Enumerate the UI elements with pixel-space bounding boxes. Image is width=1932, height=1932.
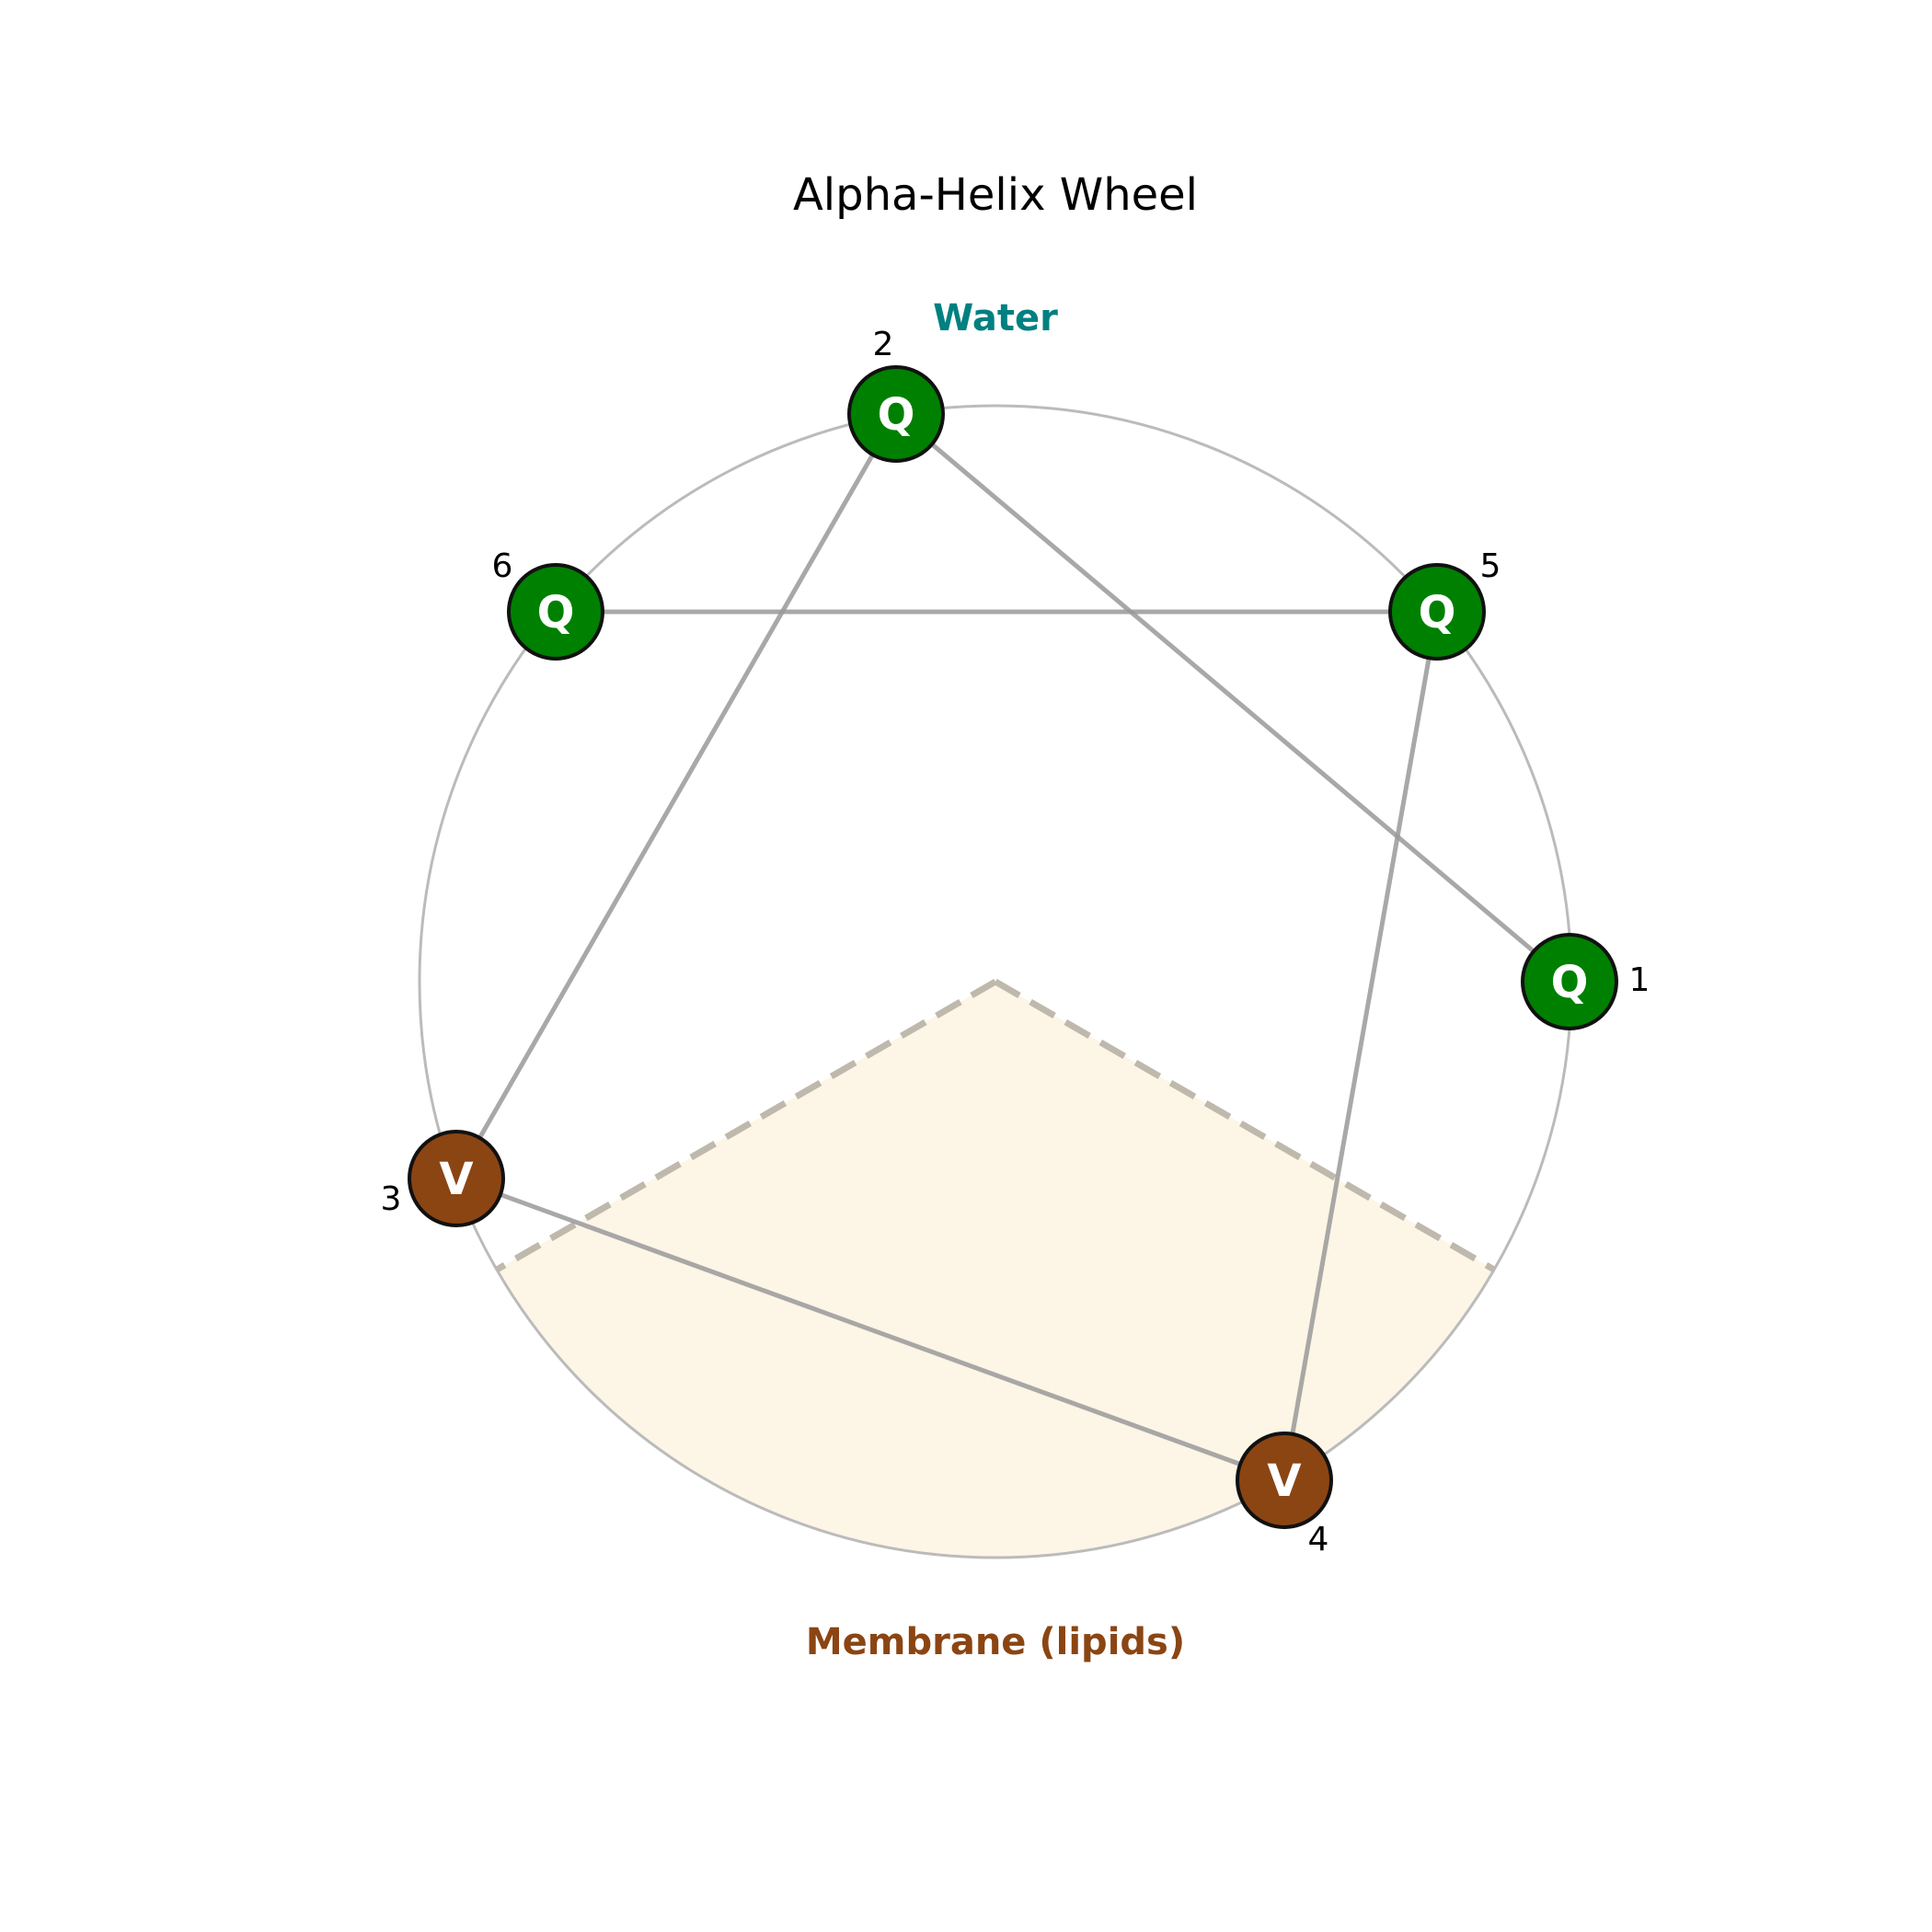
- residue-number: 5: [1480, 547, 1501, 585]
- residue-node: [1388, 563, 1486, 661]
- residue-node: [408, 1130, 505, 1227]
- residue-number: 1: [1629, 961, 1650, 999]
- membrane-label: Membrane (lipids): [806, 1621, 1185, 1663]
- connector-4-5: [1282, 611, 1440, 1481]
- residue-1: Q 1: [1521, 933, 1650, 1030]
- residue-node: [507, 563, 604, 661]
- residue-6: Q 6: [492, 547, 604, 661]
- diagram-title: Alpha-Helix Wheel: [793, 169, 1198, 221]
- residue-letter: Q: [878, 389, 915, 441]
- connector-2-3: [454, 412, 899, 1180]
- residue-letter: V: [439, 1154, 473, 1205]
- helix-connectors: [454, 412, 1571, 1483]
- water-label: Water: [933, 297, 1058, 339]
- residue-number: 3: [381, 1180, 402, 1218]
- residue-letter: Q: [1419, 587, 1456, 638]
- connector-1-2: [894, 412, 1571, 983]
- residue-node: [1236, 1432, 1333, 1529]
- residue-number: 2: [873, 326, 894, 363]
- residue-number: 6: [492, 547, 513, 585]
- residue-number: 4: [1308, 1521, 1329, 1558]
- membrane-boundary: [495, 978, 1496, 1273]
- residue-letter: Q: [1551, 957, 1589, 1008]
- residue-node: [1521, 933, 1618, 1030]
- residue-2: Q 2: [847, 326, 945, 463]
- residue-letter: V: [1267, 1455, 1301, 1507]
- residue-letter: Q: [537, 587, 575, 638]
- residue-4: V 4: [1236, 1432, 1333, 1558]
- residue-node: [847, 365, 945, 463]
- membrane-sector: [497, 982, 1494, 1558]
- residue-3: V 3: [381, 1130, 505, 1227]
- residue-5: Q 5: [1388, 547, 1501, 661]
- connector-3-4: [455, 1176, 1285, 1483]
